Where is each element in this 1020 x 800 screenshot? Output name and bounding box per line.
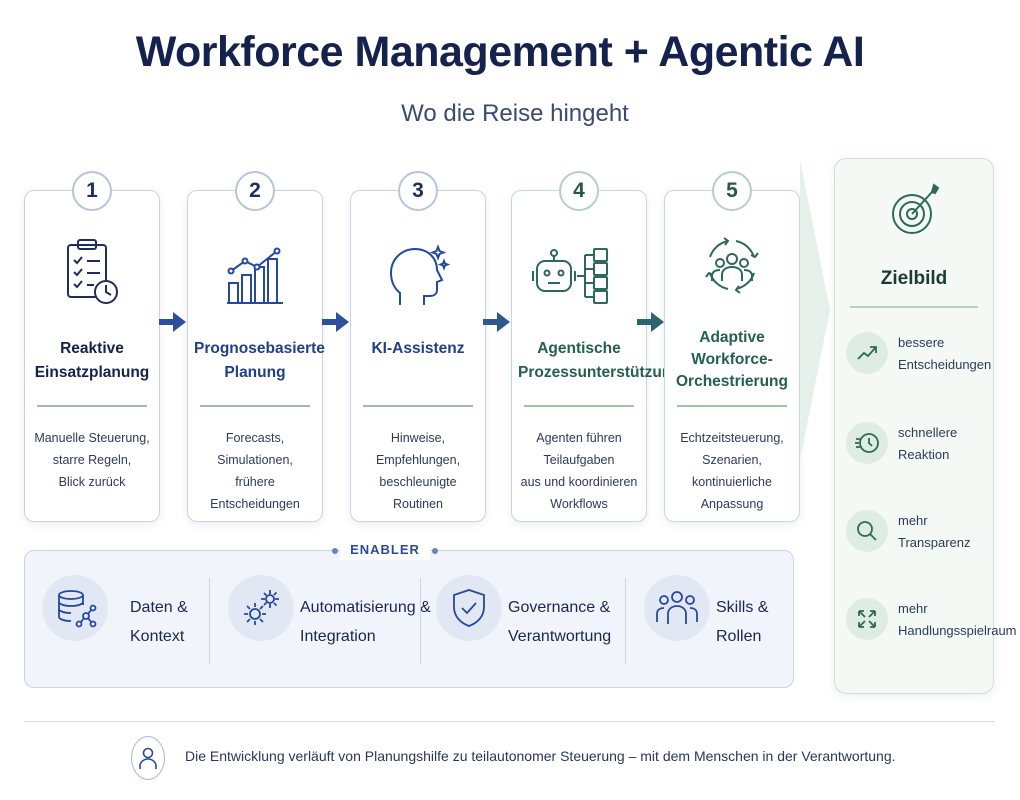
enabler-dot <box>432 548 438 554</box>
database-network-icon <box>42 575 108 641</box>
enabler-text-line: Daten & <box>130 599 188 616</box>
flow-arrow-icon <box>322 312 349 332</box>
flow-arrow-icon <box>159 312 186 332</box>
stage-divider <box>363 405 473 407</box>
footer-divider <box>24 721 994 722</box>
shield-check-icon <box>436 575 502 641</box>
goal-text-line: Transparenz <box>898 535 971 550</box>
page-title: Workforce Management + Agentic AI <box>135 28 865 76</box>
enabler-text-line: Rollen <box>716 628 762 645</box>
stage-desc-line: kontinuierliche Anpassung <box>692 475 772 511</box>
bar-chart-trend-icon <box>223 233 287 313</box>
stage-title-line: Einsatzplanung <box>34 364 150 381</box>
goal-text-line: Entscheidungen <box>898 357 992 372</box>
goal-item-transparenz: mehr Transparenz <box>846 510 996 570</box>
stage-divider <box>677 405 787 407</box>
goal-item-entscheidungen: bessere Entscheidungen <box>846 332 996 392</box>
stage-desc-line: Empfehlungen, <box>375 453 461 467</box>
stage-desc-line: aus und koordinieren <box>520 475 638 489</box>
enabler-divider <box>625 578 626 664</box>
stage-number-badge: 5 <box>712 171 752 211</box>
stage-title-line: Planung <box>224 364 286 381</box>
stage-desc-line: Szenarien, <box>702 453 762 467</box>
enabler-text-line: Integration <box>300 628 376 645</box>
stage-desc-line: Simulationen, <box>217 453 293 467</box>
stage-desc-line: Blick zurück <box>58 475 126 489</box>
stage-desc-line: frühere Entscheidungen <box>210 475 300 511</box>
stage-desc-line: Agenten führen Teilaufgaben <box>536 431 622 467</box>
stage-card-3: 3 KI-Assistenz Hinweise, Empfehlungen, b… <box>350 171 486 522</box>
head-sparkle-icon <box>386 233 450 313</box>
stage-title-line: Adaptive <box>699 329 765 346</box>
stage-title-line: KI-Assistenz <box>371 340 465 357</box>
goal-text-line: bessere <box>898 335 945 350</box>
people-group-icon <box>644 575 710 641</box>
stage-card-4: 4 Agentische Prozessunterstützung Agente… <box>511 171 681 522</box>
enabler-dot <box>332 548 338 554</box>
magnifier-icon <box>846 510 888 552</box>
stage-divider <box>37 405 147 407</box>
goal-divider <box>850 306 978 308</box>
stage-divider <box>524 405 634 407</box>
flow-arrow-icon <box>483 312 510 332</box>
enabler-label: ENABLER <box>340 542 430 560</box>
expand-arrows-icon <box>846 598 888 640</box>
stage-number-badge: 4 <box>559 171 599 211</box>
chevron-right-icon <box>800 160 830 460</box>
goal-item-reaktion: schnellere Reaktion <box>846 422 996 482</box>
goal-text-line: schnellere <box>898 425 958 440</box>
stage-title-line: Agentische <box>537 340 621 357</box>
stage-divider <box>200 405 310 407</box>
goal-title: Zielbild <box>880 268 948 289</box>
footer-text: Die Entwicklung verläuft von Planungshil… <box>185 748 896 764</box>
stage-card-1: 1 Reaktive Einsatzplanung Manuelle Steue… <box>24 171 160 522</box>
stage-desc-line: Manuelle Steuerung, <box>34 431 150 445</box>
stage-number-badge: 3 <box>398 171 438 211</box>
team-cycle-icon <box>700 227 764 307</box>
clock-speed-icon <box>846 422 888 464</box>
stage-desc-line: Echtzeitsteuerung, <box>680 431 784 445</box>
stage-desc-line: beschleunigte Routinen <box>379 475 457 511</box>
stage-title-line: Prozessunterstützung <box>518 364 681 381</box>
page-subtitle: Wo die Reise hingeht <box>401 100 629 127</box>
stage-desc-line: Hinweise, <box>390 431 446 445</box>
enabler-text-line: Governance & <box>508 599 611 616</box>
trend-up-icon <box>846 332 888 374</box>
stage-title-line: Workforce- <box>691 351 773 368</box>
stage-card-2: 2 Prognosebasierte Planung Forecasts, Si… <box>187 171 325 522</box>
enabler-text-line: Automatisierung & <box>300 599 431 616</box>
stage-desc-line: Forecasts, <box>225 431 285 445</box>
person-icon <box>131 736 165 780</box>
goal-text-line: Reaktion <box>898 447 950 462</box>
stage-title-line: Prognosebasierte <box>194 340 325 357</box>
enabler-divider <box>209 578 210 664</box>
stage-title-line: Reaktive <box>60 340 124 357</box>
goal-text-line: Handlungsspielraum <box>898 623 1017 638</box>
goal-item-handlungsspielraum: mehr Handlungsspielraum <box>846 598 1017 658</box>
stage-desc-line: starre Regeln, <box>52 453 132 467</box>
enabler-text-line: Kontext <box>130 628 185 645</box>
goal-text-line: mehr <box>898 513 928 528</box>
stage-card-5: 5 Adaptive Workforce- Orchestrierung Ech… <box>664 171 800 522</box>
flow-arrow-icon <box>637 312 664 332</box>
enabler-divider <box>420 578 421 664</box>
goal-text-line: mehr <box>898 601 928 616</box>
gears-icon <box>228 575 294 641</box>
stage-number-badge: 2 <box>235 171 275 211</box>
stage-desc-line: Workflows <box>550 497 608 511</box>
target-arrow-icon <box>888 180 944 240</box>
enabler-text-line: Skills & <box>716 599 769 616</box>
clipboard-clock-icon <box>60 233 124 313</box>
enabler-text-line: Verantwortung <box>508 628 612 645</box>
robot-workflow-icon <box>529 233 629 313</box>
stage-title-line: Orchestrierung <box>676 373 788 390</box>
stage-number-badge: 1 <box>72 171 112 211</box>
